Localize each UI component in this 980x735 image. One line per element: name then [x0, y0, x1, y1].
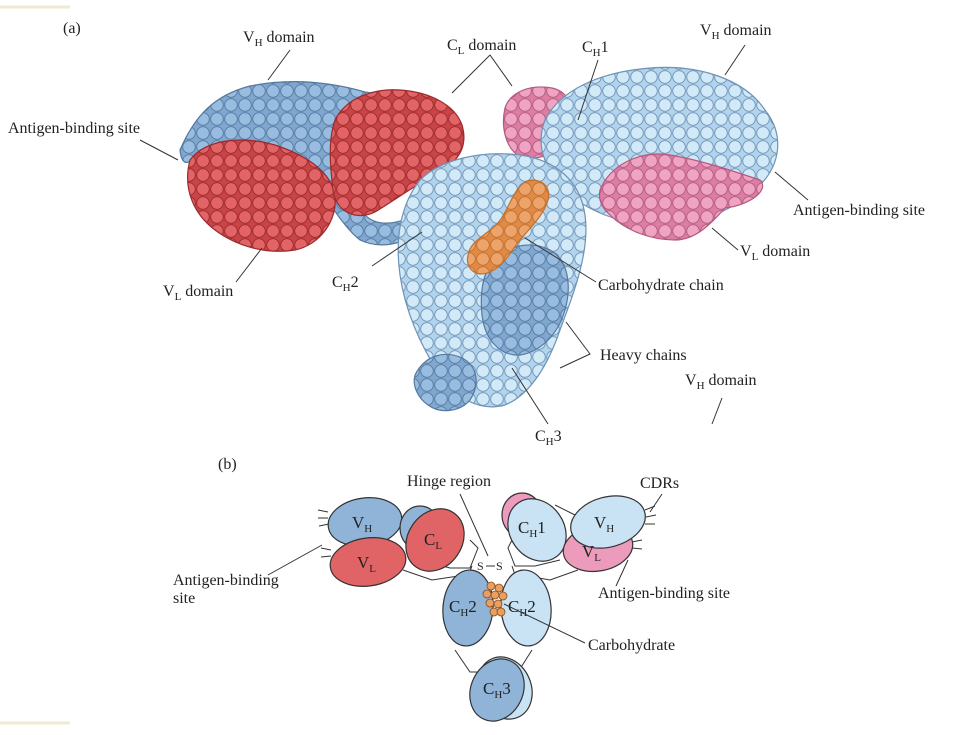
leader-ch2-a: [371, 231, 423, 267]
leader-antigen-left: [139, 139, 179, 161]
schematic-model: (b): [173, 456, 730, 722]
label-vh-right: VH domain: [700, 22, 772, 42]
leader-vh-left: [267, 49, 291, 81]
panel-a-labels: (a) VH domain CL domain CH1 VH domain An…: [8, 20, 925, 448]
label-cdrs: CDRs: [640, 475, 679, 492]
leader-hinge: [459, 493, 489, 557]
panel-b-label: (b): [218, 456, 237, 473]
label-vh-lower: VH domain: [685, 372, 757, 392]
disulfide-s-left: S: [477, 559, 484, 573]
label-antigen-right: Antigen-binding site: [793, 202, 925, 219]
leader-ch1: [577, 59, 599, 121]
domain-ch1-right: [507, 498, 567, 562]
label-antigen-binding-left-1: Antigen-binding: [173, 572, 279, 589]
carbohydrate-beads: [482, 581, 508, 617]
leader-cl: [451, 54, 513, 94]
label-antigen-binding-right-b: Antigen-binding site: [598, 585, 730, 602]
cdr-marks-left: [317, 509, 332, 558]
domain-cl-left: [405, 508, 465, 572]
disulfide-s-right: S: [496, 559, 503, 573]
ch3-dark-blob: [413, 353, 477, 412]
label-heavy-chains: Heavy chains: [600, 347, 687, 364]
leader-vl-left: [235, 247, 263, 283]
label-ch1-top: CH1: [582, 39, 609, 59]
label-antigen-left: Antigen-binding site: [8, 120, 140, 137]
left-vl-blob: [187, 139, 336, 252]
domain-label-ch2-left: CH2: [449, 597, 477, 619]
leader-carbohydrate-chain: [524, 237, 597, 283]
leader-vh-right: [724, 44, 746, 76]
domain-label-vh-left: VH: [352, 513, 372, 535]
light-chain-connector-left: [402, 569, 466, 581]
right-vl-blob: [598, 153, 764, 241]
domain-label-ch1: CH1: [518, 518, 546, 540]
leader-antigen-right: [774, 171, 809, 201]
label-hinge-region: Hinge region: [407, 473, 491, 490]
carbohydrate-chain-blob: [466, 179, 550, 275]
label-ch2-a: CH2: [332, 274, 359, 294]
domain-label-vl-right: VL: [582, 542, 601, 564]
leader-antigen-right-b: [615, 559, 629, 587]
heavy-chain-connector-right: [507, 504, 576, 673]
label-ch3-a: CH3: [535, 428, 562, 448]
space-filling-model: [179, 66, 779, 412]
leader-cdrs: [649, 493, 663, 513]
domain-vl-left: [329, 537, 407, 587]
leader-antigen-left-b: [267, 544, 323, 576]
fc-dark-blob: [480, 244, 569, 356]
domain-label-ch3: CH3: [483, 679, 511, 701]
label-vh-left: VH domain: [243, 29, 315, 49]
label-cl: CL domain: [447, 37, 516, 57]
leader-carbohydrate: [503, 603, 586, 644]
label-antigen-binding-left-2: site: [173, 590, 195, 607]
domain-label-cl: CL: [424, 530, 442, 552]
leader-vl-right: [711, 227, 739, 251]
label-vl-left: VL domain: [163, 283, 233, 303]
label-carbohydrate: Carbohydrate: [588, 637, 675, 654]
panel-a-label: (a): [63, 20, 81, 37]
leader-ch3-a: [511, 367, 549, 425]
domain-label-vh-right: VH: [594, 513, 614, 535]
label-vl-right: VL domain: [740, 243, 810, 263]
domain-ch3-front: [469, 658, 525, 722]
leader-heavy-chains: [559, 321, 591, 369]
label-carbohydrate-chain: Carbohydrate chain: [598, 277, 724, 294]
leader-vh-lower: [711, 397, 723, 425]
domain-label-vl-left: VL: [357, 553, 376, 575]
domain-vh-right: [570, 495, 646, 549]
